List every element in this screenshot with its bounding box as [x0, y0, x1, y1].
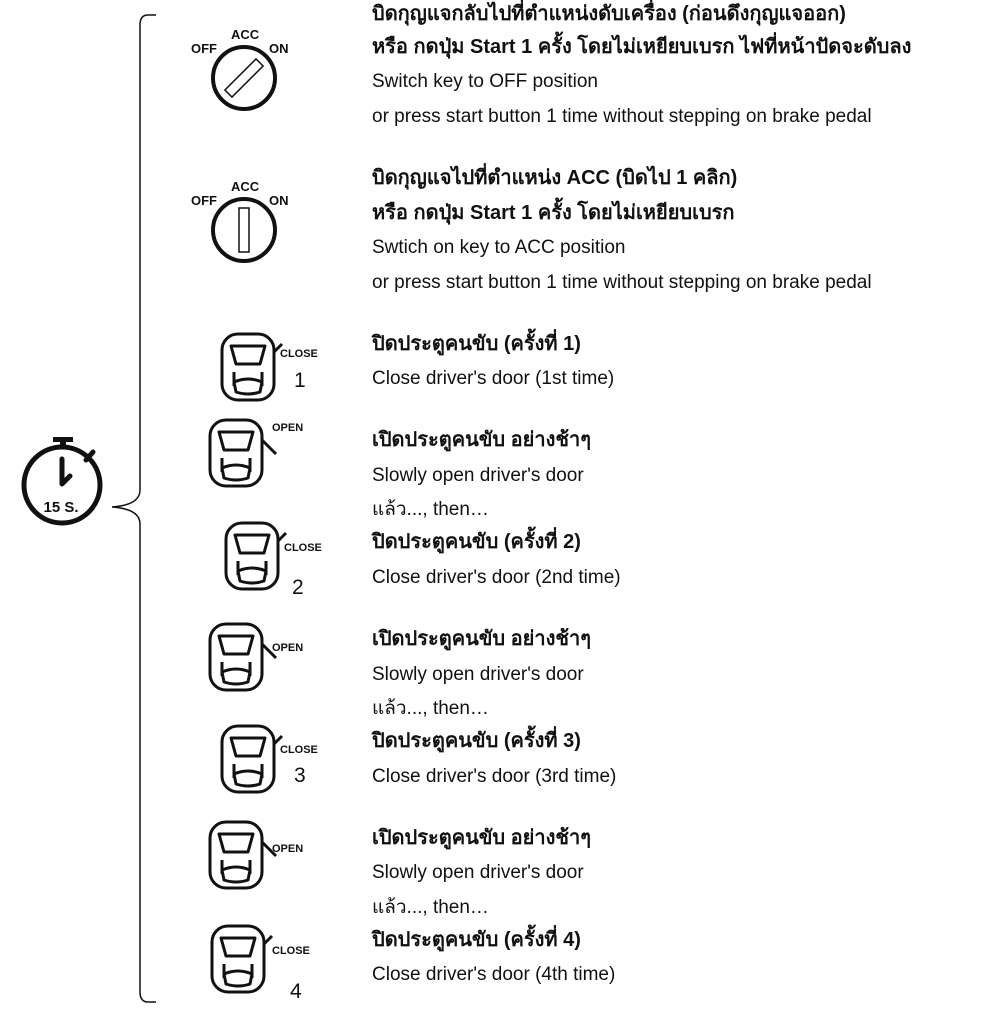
key-label-on: ON — [269, 41, 289, 56]
step-text: ปิดประตูคนขับ (ครั้งที่ 4) — [372, 929, 581, 951]
step-text: or press start button 1 time without ste… — [372, 272, 872, 293]
step-text: แล้ว..., then… — [372, 499, 489, 520]
door-label: OPEN — [272, 642, 303, 654]
door-open-icon: OPEN — [208, 820, 303, 890]
step-text: ปิดประตูคนขับ (ครั้งที่ 1) — [372, 333, 581, 355]
step-text: เปิดประตูคนขับ อย่างช้าๆ — [372, 827, 591, 849]
door-close-icon: CLOSE 1 — [220, 332, 318, 402]
key-label-on: ON — [269, 193, 289, 208]
step-text: หรือ กดปุ่ม Start 1 ครั้ง โดยไม่เหยียบเบ… — [372, 36, 912, 58]
key-label-acc: ACC — [231, 27, 260, 42]
step-text: Switch key to OFF position — [372, 71, 598, 92]
door-count: 1 — [294, 369, 306, 392]
key-label-acc: ACC — [231, 179, 260, 194]
door-close-icon: CLOSE 4 — [210, 924, 310, 1003]
step-text: หรือ กดปุ่ม Start 1 ครั้ง โดยไม่เหยียบเบ… — [372, 202, 735, 224]
brace — [111, 14, 156, 1003]
door-count: 4 — [290, 980, 302, 1003]
door-label: OPEN — [272, 422, 303, 434]
step-text: เปิดประตูคนขับ อย่างช้าๆ — [372, 429, 591, 451]
step-text: แล้ว..., then… — [372, 897, 489, 918]
timer-and-brace: 15 S. — [21, 14, 156, 1003]
door-count: 2 — [292, 576, 304, 599]
step-text: ปิดประตูคนขับ (ครั้งที่ 3) — [372, 730, 581, 752]
key-off-icon: OFF ACC ON — [191, 27, 289, 111]
door-open-icon: OPEN — [208, 622, 303, 692]
step-text: เปิดประตูคนขับ อย่างช้าๆ — [372, 628, 591, 650]
step-text: บิดกุญแจไปที่ตำแหน่ง ACC (บิดไป 1 คลิก) — [372, 167, 738, 189]
step-text: Close driver's door (4th time) — [372, 964, 616, 985]
step-text: Slowly open driver's door — [372, 465, 584, 486]
door-label: CLOSE — [272, 945, 310, 957]
door-count: 3 — [294, 764, 306, 787]
door-open-icon: OPEN — [208, 418, 303, 488]
step-text: Slowly open driver's door — [372, 664, 584, 685]
door-label: CLOSE — [284, 542, 322, 554]
step-text: แล้ว..., then… — [372, 698, 489, 719]
step-text: บิดกุญแจกลับไปที่ตำแหน่งดับเครื่อง (ก่อน… — [372, 3, 846, 25]
step-text: Close driver's door (1st time) — [372, 368, 615, 389]
key-label-off: OFF — [191, 41, 217, 56]
key-acc-icon: OFF ACC ON — [191, 179, 289, 263]
door-label: CLOSE — [280, 348, 318, 360]
door-label: OPEN — [272, 843, 303, 855]
door-close-icon: CLOSE 2 — [224, 521, 322, 599]
timer-label: 15 S. — [43, 499, 78, 516]
door-close-icon: CLOSE 3 — [220, 724, 318, 794]
step-text: Swtich on key to ACC position — [372, 237, 626, 258]
step-text: or press start button 1 time without ste… — [372, 106, 872, 127]
step-text: ปิดประตูคนขับ (ครั้งที่ 2) — [372, 531, 581, 553]
step-text: Slowly open driver's door — [372, 862, 584, 883]
icon-column: OFF ACC ON OFF ACC ON CLOSE 1 OPEN CLOSE… — [191, 27, 322, 1003]
step-text: Close driver's door (2nd time) — [372, 567, 621, 588]
door-label: CLOSE — [280, 744, 318, 756]
step-text: Close driver's door (3rd time) — [372, 766, 617, 787]
key-label-off: OFF — [191, 193, 217, 208]
stopwatch-icon: 15 S. — [21, 437, 103, 526]
